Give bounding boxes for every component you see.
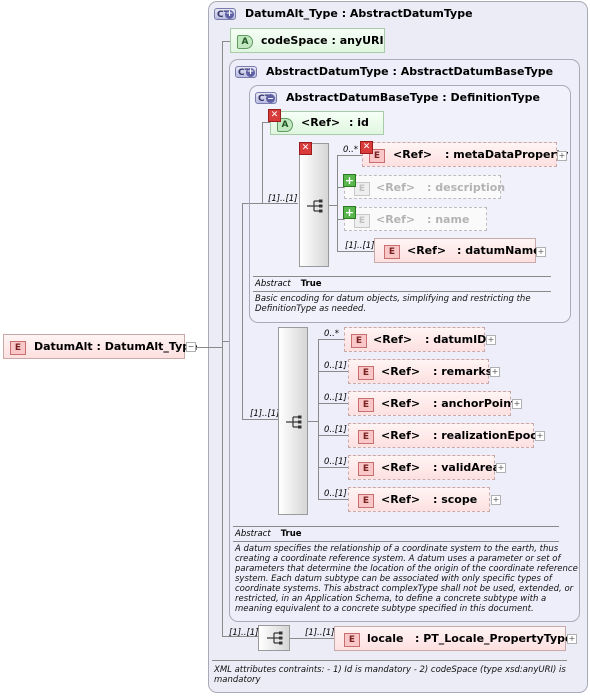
element-locale[interactable]: E locale : PT_Locale_PropertyType [334,626,572,651]
element-badge: E [358,398,374,412]
sequence-icon [307,199,323,213]
element-remarks[interactable]: E <Ref> : remarks [348,359,492,384]
element-cardinality: [1]..[1] [345,241,375,251]
expand-icon[interactable]: + [536,247,546,257]
complex-type-icon: CT+ [214,8,236,20]
element-anchorpoint[interactable]: E <Ref> : anchorPoint [348,391,516,416]
element-badge: E [384,245,400,259]
attribute-badge: A [237,35,253,49]
element-badge: E [358,462,374,476]
element-badge: E [358,430,374,444]
complex-type-icon: CT+ [235,66,257,78]
expand-icon[interactable]: + [512,399,522,409]
element-metadataproperty[interactable]: E <Ref> : metaDataProperty [362,142,568,167]
base-type-documentation: Basic encoding for datum objects, simpli… [255,294,531,314]
added-icon: + [343,174,356,187]
added-icon: + [343,206,356,219]
datumalt-type-header: DatumAlt_Type : AbstractDatumType [245,7,473,20]
base-sequence-cardinality: [1]..[1] [268,194,298,204]
element-badge: E [354,182,370,196]
element-badge: E [351,334,367,348]
element-cardinality: 0..* [324,329,340,339]
datum-type-documentation: A datum specifies the relationship of a … [235,544,578,614]
element-scope[interactable]: E <Ref> : scope [348,487,490,512]
abstract-datum-base-type-header: AbstractDatumBaseType : DefinitionType [286,91,540,104]
sequence-icon [286,415,302,429]
prohibited-icon: ✕ [268,109,281,122]
sequence-icon [267,631,283,645]
element-badge: E [354,214,370,228]
sequence-compositor[interactable] [299,143,329,267]
sequence-compositor[interactable] [278,327,308,515]
element-badge: E [358,366,374,380]
expand-icon[interactable]: + [557,151,567,161]
expand-icon[interactable]: + [496,463,506,473]
codespace-attribute[interactable]: A codeSpace : anyURI [230,28,385,53]
expand-icon[interactable]: + [490,367,500,377]
abstract-datum-type-header: AbstractDatumType : AbstractDatumBaseTyp… [266,65,554,78]
expand-icon[interactable]: + [491,495,501,505]
collapse-icon[interactable]: − [186,342,196,352]
element-cardinality: 0..[1] [324,361,347,371]
element-cardinality: 0..* [343,145,359,155]
expand-icon[interactable]: + [535,431,545,441]
element-badge: E [344,633,360,647]
element-validarea[interactable]: E <Ref> : validArea [348,455,500,480]
element-cardinality: 0..[1] [324,425,347,435]
id-attribute[interactable]: A <Ref> : id [270,111,384,135]
sequence-compositor[interactable] [258,625,290,651]
element-cardinality: [1]..[1] [305,628,335,638]
element-cardinality: 0..[1] [324,457,347,467]
element-badge: E [369,149,385,163]
prohibited-icon: ✕ [299,142,312,155]
element-name[interactable]: E <Ref> : name [344,207,487,231]
element-datumname[interactable]: E <Ref> : datumName [374,238,541,263]
attribute-badge: A [277,118,293,132]
expand-icon[interactable]: + [486,335,496,345]
element-datumid[interactable]: E <Ref> : datumID [344,327,486,352]
datum-sequence-cardinality: [1]..[1] [250,409,280,419]
complex-type-icon: CT− [255,92,277,104]
element-description[interactable]: E <Ref> : description [344,175,505,199]
element-badge: E [358,494,374,508]
attributes-constraints-note: XML attributes contraints: - 1) Id is ma… [214,665,566,685]
prohibited-icon: ✕ [360,141,373,154]
expand-icon[interactable]: + [567,634,577,644]
element-cardinality: 0..[1] [324,489,347,499]
element-badge: E [10,341,26,355]
root-element-datumalt[interactable]: E DatumAlt : DatumAlt_Type [3,334,198,359]
locale-sequence-cardinality: [1]..[1] [229,628,259,638]
element-realizationepoch[interactable]: E <Ref> : realizationEpoch [348,423,545,448]
element-cardinality: 0..[1] [324,393,347,403]
